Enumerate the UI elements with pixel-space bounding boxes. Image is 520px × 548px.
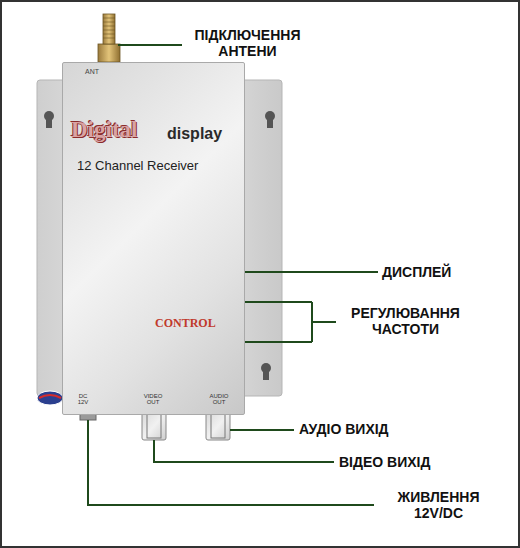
callout-label: РЕГУЛЮВАННЯ ЧАСТОТИ (338, 305, 473, 337)
thread-lines (103, 18, 115, 38)
callout-label: ВІДЕО ВИХІД (339, 454, 509, 470)
leader-line (230, 429, 294, 431)
mounting-hole (263, 368, 269, 380)
receiver-body: ANT Digitaldisplay 12 Channel ReceiverCONT… (62, 62, 245, 415)
callout-label: АУДІО ВИХІД (299, 421, 479, 437)
device-text: VIDEO OUT (141, 393, 165, 406)
antenna-connector-thread (103, 14, 115, 44)
device-text: display (167, 126, 242, 143)
brand-logo (37, 391, 63, 405)
mounting-hole (267, 116, 273, 128)
video-connector (142, 412, 166, 440)
callout-label: ЖИВЛЕННЯ 12V/DC (376, 489, 501, 521)
device-text: Digital (71, 118, 166, 142)
audio-connector (206, 412, 230, 440)
video-connector-ring (147, 414, 161, 438)
device-text: DC 12V (75, 393, 91, 406)
audio-connector-ring (211, 414, 225, 438)
antenna-connector-base (98, 44, 120, 62)
callout-label: ДИСПЛЕЙ (382, 264, 502, 280)
leader-line (118, 44, 182, 46)
device-text: AUDIO OUT (206, 393, 232, 406)
mounting-hole (46, 116, 52, 128)
callout-label: ПІДКЛЮЧЕННЯ АНТЕНИ (180, 27, 315, 59)
leader-line (154, 440, 334, 462)
device-text: CONTROL (155, 317, 235, 330)
device-text: ANT (85, 68, 115, 75)
device-text: 12 Channel Receiver (77, 159, 227, 173)
